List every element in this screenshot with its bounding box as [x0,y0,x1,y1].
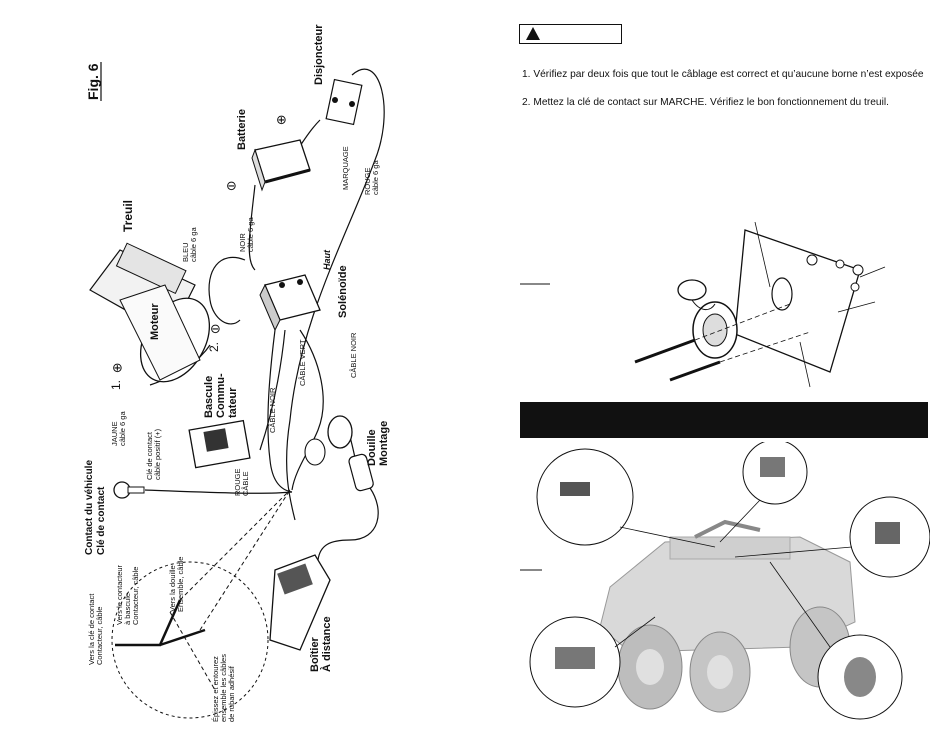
atv-illustration [599,519,856,713]
label-episser-3: de ruban adhésif [227,665,236,722]
plus-symbol-battery: ⊕ [276,112,287,127]
step-2: 2. Mettez la clé de contact sur MARCHE. … [522,97,889,108]
label-noir-2: câble 6 ga [246,217,255,252]
label-bleu-2: câble 6 ga [189,227,198,262]
label-bascule-2: Commu- [215,373,227,418]
label-douille-2: Montage [378,421,390,466]
plus-symbol-1: ⊕ [112,360,123,375]
wiring-diagram: Fig. 6 Disjoncteur Batterie [84,24,390,722]
ignition-key [113,481,145,499]
warning-triangle-icon [526,27,540,40]
label-rouge-2: câble 6 ga [371,160,380,195]
label-treuil: Treuil [121,200,135,232]
label-episser-1: Épissez et entourez [211,656,220,722]
label-vers-cle-1: Vers la clé de contact [87,593,96,665]
label-rouge-1: ROUGE [363,167,372,195]
label-moteur: Moteur [149,303,161,340]
step-1: 1. Vérifiez par deux fois que tout le câ… [522,69,924,80]
label-jaune-1: JAUNE [110,421,119,446]
label-noir-1: NOIR [238,233,247,252]
battery [251,139,311,192]
minus-symbol-battery: ⊖ [226,178,237,193]
label-batterie: Batterie [236,109,248,150]
socket-mount [304,415,374,492]
socket-mount-diagram [520,222,886,388]
label-vers-contacteur-3: Contacteur, câble [131,567,140,625]
num2-label: 2. [207,342,221,352]
label-bleu-1: BLEU [181,242,190,262]
label-rouge-cable-2: CÂBLE [241,471,250,496]
label-rouge-cable-1: ROUGE [233,468,242,496]
label-cle-positif-2: câble positif (+) [153,428,162,480]
label-haut: Haut [322,249,332,270]
label-douille-1: Douille [366,429,378,466]
label-contact-2: Clé de contact [96,486,107,555]
rocker-switch [188,419,251,469]
label-bascule-3: tateur [227,387,239,418]
label-solenoide: Solénoïde [337,265,349,318]
label-vers-contacteur-1: Vers le contacteur [115,564,124,625]
section-header-bar [520,402,928,438]
label-bascule-1: Bascule [203,376,215,418]
solenoid [259,274,321,332]
label-cable-noir-1: CÂBLE NOIR [349,332,358,378]
atv-component-diagram [520,442,930,720]
warning-box [519,24,622,44]
label-vers-cle-2: Contacteur, câble [95,607,104,665]
winch [89,242,211,383]
label-contact-1: Contact du véhicule [84,460,95,555]
instruction-steps: 1. Vérifiez par deux fois que tout le câ… [522,68,932,124]
label-cable-vert: CÂBLE VERT [298,339,307,386]
remote-box [269,554,331,651]
label-episser-2: ensemble les câbles [219,654,228,722]
figure-label: Fig. 6 [85,63,101,100]
label-vers-contacteur-2: à bascule [123,593,132,625]
num1-label: 1. [109,380,123,390]
label-cle-positif-1: Clé de contact [145,431,154,480]
label-vers-douille-1: Vers la douille [168,565,177,612]
label-vers-douille-2: Ensemble, câble [176,557,185,612]
label-disjoncteur: Disjoncteur [313,24,325,85]
left-page: Fig. 6 Disjoncteur Batterie [0,0,475,725]
splice-inset [111,489,291,719]
label-cable-noir-2: CÂBLE NOIR [268,387,277,433]
label-jaune-2: câble 6 ga [118,411,127,446]
minus-symbol-2: ⊖ [210,321,221,336]
label-boitier-1: Boîtier [309,636,321,672]
breaker [325,78,363,126]
label-boitier-2: À distance [320,616,333,672]
label-marquage: MARQUAGE [341,146,350,190]
